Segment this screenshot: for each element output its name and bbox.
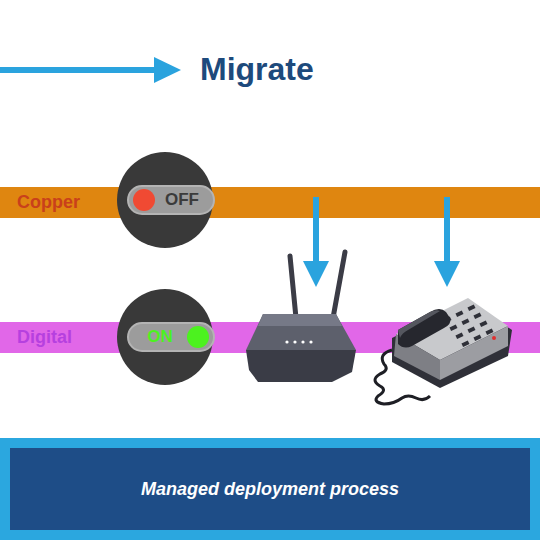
toggle-pill: OFF xyxy=(127,185,215,215)
on-toggle: ON xyxy=(117,289,213,385)
migrate-arrow xyxy=(0,57,181,83)
band-label: Digital xyxy=(17,327,72,348)
box-caption: Managed deployment process xyxy=(141,479,399,500)
copper-band: Copper xyxy=(0,187,540,218)
router-illustration xyxy=(246,252,356,382)
band-label: Copper xyxy=(17,192,80,213)
toggle-dot xyxy=(133,189,155,211)
deployment-box: Managed deployment process xyxy=(0,438,540,540)
toggle-pill: ON xyxy=(127,322,215,352)
off-toggle: OFF xyxy=(117,152,213,248)
toggle-state: ON xyxy=(133,327,187,347)
toggle-state: OFF xyxy=(155,190,209,210)
digital-band: Digital xyxy=(0,322,540,353)
title-text: Migrate xyxy=(200,50,314,88)
toggle-dot xyxy=(187,326,209,348)
